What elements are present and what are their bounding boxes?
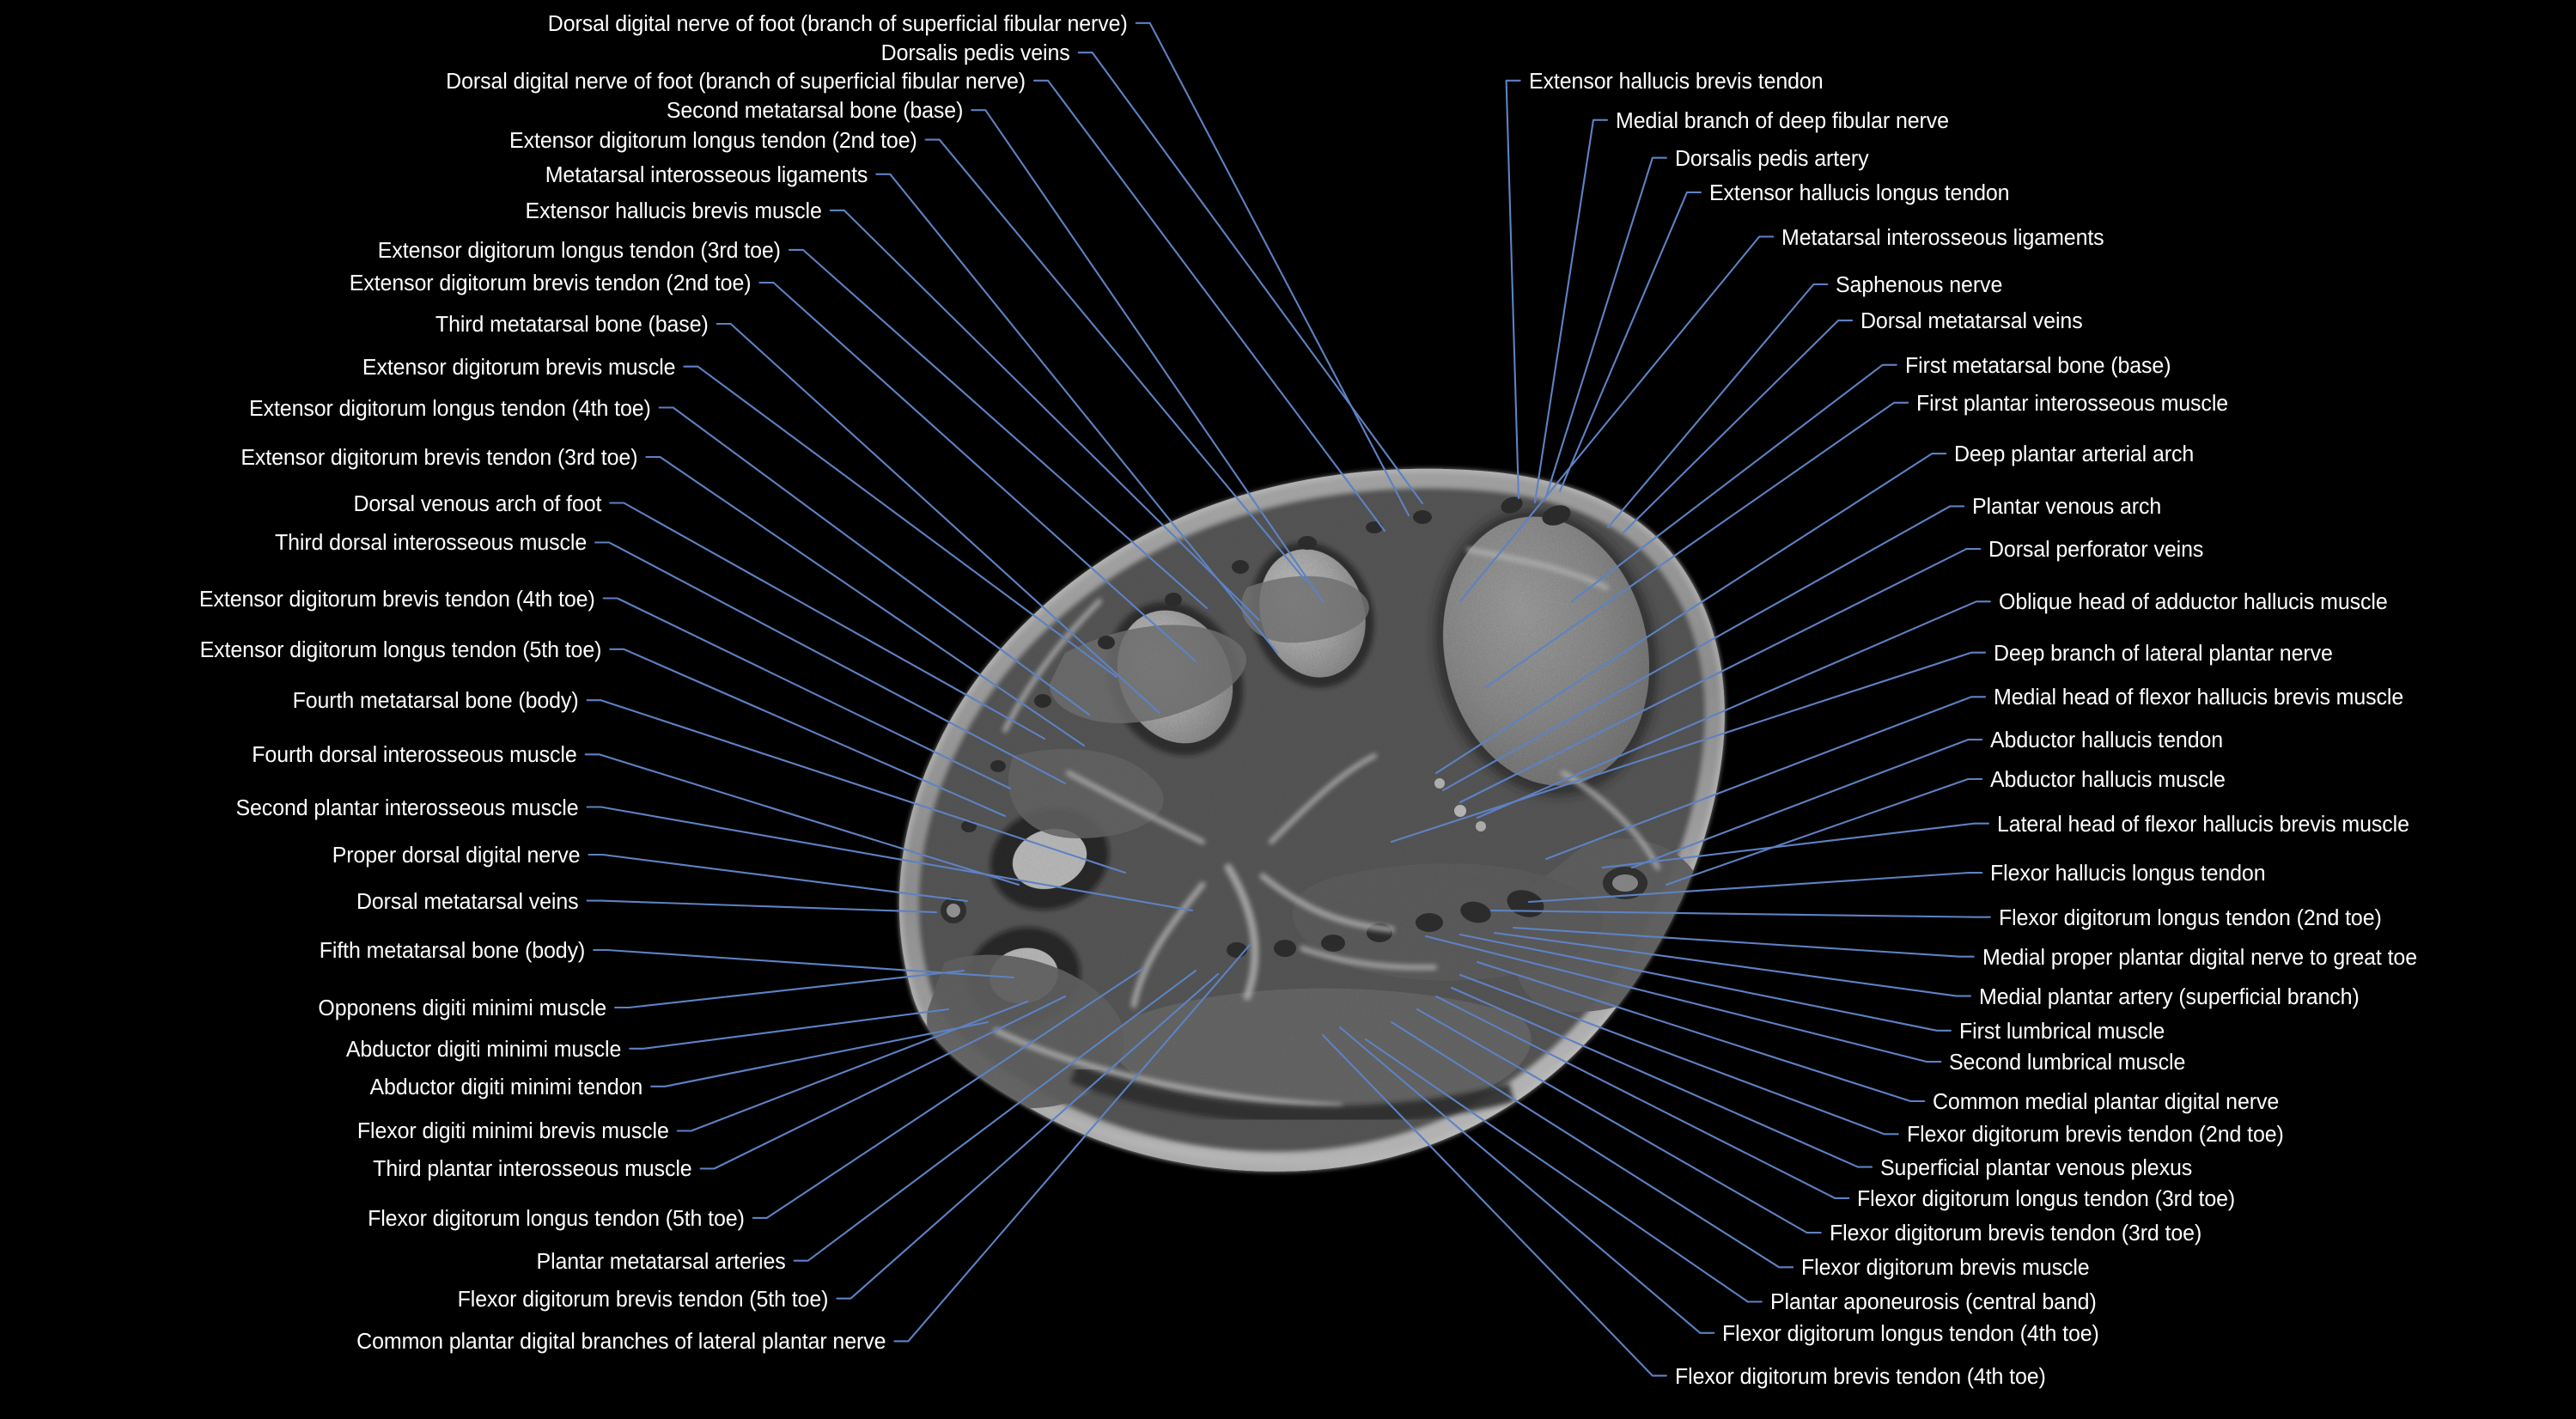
label-left: Plantar metatarsal arteries [536,1247,786,1274]
label-left: Third metatarsal bone (base) [435,310,709,337]
label-right: Abductor hallucis muscle [1990,765,2226,792]
label-left: Opponens digiti minimi muscle [318,994,607,1020]
label-left: Dorsal digital nerve of foot (branch of … [446,67,1026,94]
label-left: Extensor digitorum longus tendon (2nd to… [509,126,917,153]
label-right: Plantar aponeurosis (central band) [1769,1288,2097,1315]
label-right: Medial branch of deep fibular nerve [1615,107,1949,133]
label-left: Extensor hallucis brevis muscle [525,197,822,223]
label-left: Common plantar digital branches of later… [356,1328,886,1355]
label-left: Extensor digitorum brevis tendon (3rd to… [241,443,638,470]
label-left: Metatarsal interosseous ligaments [545,161,868,187]
label-right: First metatarsal bone (base) [1904,351,2171,378]
label-right: Flexor digitorum brevis tendon (3rd toe) [1829,1220,2201,1246]
label-right: Medial proper plantar digital nerve to g… [1982,943,2417,970]
label-left: Flexor digiti minimi brevis muscle [356,1118,669,1144]
label-right: Abductor hallucis tendon [1990,727,2224,753]
label-left: Fifth metatarsal bone (body) [319,937,586,963]
label-right: Flexor hallucis longus tendon [1990,860,2266,886]
label-left: Extensor digitorum longus tendon (4th to… [249,394,651,421]
label-left: Abductor digiti minimi muscle [345,1035,622,1062]
label-right: Plantar venous arch [1972,493,2162,520]
label-left: Dorsal metatarsal veins [356,887,579,914]
label-left: Extensor digitorum brevis tendon (2nd to… [349,270,752,296]
label-left: Extensor digitorum longus tendon (5th to… [199,636,602,662]
label-right: Medial head of flexor hallucis brevis mu… [1994,684,2404,710]
label-left: Third plantar interosseous muscle [373,1155,692,1182]
label-right: Flexor digitorum longus tendon (3rd toe) [1857,1185,2236,1211]
label-right: Dorsal metatarsal veins [1860,308,2083,334]
label-left: Flexor digitorum longus tendon (5th toe) [368,1204,745,1231]
label-right: Flexor digitorum brevis tendon (4th toe) [1674,1362,2046,1389]
label-right: Deep branch of lateral plantar nerve [1994,639,2333,666]
label-right: Extensor hallucis brevis tendon [1528,67,1824,94]
foot-cross-section [898,468,1725,1172]
label-right: Lateral head of flexor hallucis brevis m… [1996,810,2409,837]
label-left: Third dorsal interosseous muscle [274,529,588,556]
label-right: Dorsal perforator veins [1988,536,2204,563]
label-left: Fourth metatarsal bone (body) [292,687,579,714]
label-right: Oblique head of adductor hallucis muscle [1998,588,2388,615]
label-right: Metatarsal interosseous ligaments [1781,223,2104,250]
label-left: Extensor digitorum brevis tendon (4th to… [198,585,595,612]
label-right: Flexor digitorum longus tendon (4th toe) [1722,1319,2100,1346]
label-right: Extensor hallucis longus tendon [1709,179,2010,205]
label-right: Flexor digitorum brevis tendon (2nd toe) [1906,1121,2284,1148]
label-right: Common medial plantar digital nerve [1933,1088,2280,1115]
label-right: Flexor digitorum longus tendon (2nd toe) [1998,904,2382,930]
label-left: Flexor digitorum brevis tendon (5th toe) [457,1285,829,1312]
label-right: First plantar interosseous muscle [1916,389,2229,416]
label-left: Extensor digitorum brevis muscle [362,353,676,380]
label-left: Abductor digiti minimi tendon [369,1073,643,1099]
label-left: Second plantar interosseous muscle [235,794,579,820]
label-right: First lumbrical muscle [1958,1017,2165,1044]
label-left: Dorsal venous arch of foot [353,490,602,516]
label-right: Second lumbrical muscle [1949,1049,2186,1075]
label-right: Deep plantar arterial arch [1954,441,2195,467]
label-right: Dorsalis pedis artery [1674,144,1869,171]
label-right: Medial plantar artery (superficial branc… [1978,983,2360,1009]
label-left: Dorsal digital nerve of foot (branch of … [547,9,1128,36]
label-right: Superficial plantar venous plexus [1880,1154,2193,1180]
label-left: Proper dorsal digital nerve [332,842,581,868]
label-left: Fourth dorsal interosseous muscle [252,741,577,768]
label-right: Flexor digitorum brevis muscle [1801,1254,2090,1281]
label-left: Second metatarsal bone (base) [666,97,964,124]
label-left: Extensor digitorum longus tendon (3rd to… [377,236,781,263]
label-right: Saphenous nerve [1836,271,2003,298]
label-left: Dorsalis pedis veins [880,40,1070,66]
